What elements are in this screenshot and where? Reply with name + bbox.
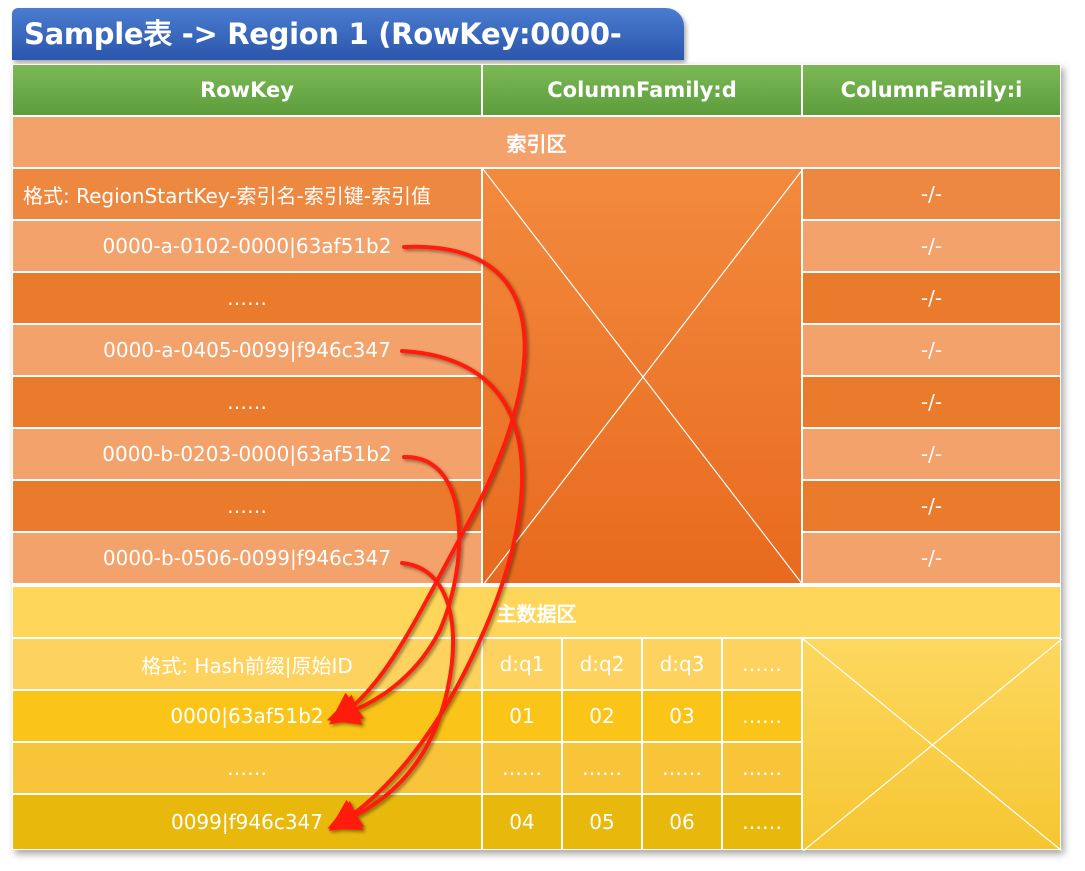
main-row-key: …… <box>12 742 482 794</box>
index-row: 0000-b-0203-0000|63af51b2 <box>12 428 482 480</box>
cf-i-cell: -/- <box>802 168 1061 220</box>
main-section-label: 主数据区 <box>12 586 1061 638</box>
main-cell: 06 <box>642 794 722 850</box>
main-row-key: 0099|f946c347 <box>12 794 482 850</box>
index-format-row: 格式: RegionStartKey-索引名-索引键-索引值 <box>12 168 482 220</box>
main-cell: …… <box>722 690 802 742</box>
column-header: d:q1 <box>482 638 562 690</box>
main-format-row: 格式: Hash前缀|原始ID <box>12 638 482 690</box>
column-header: …… <box>722 638 802 690</box>
main-cell: 02 <box>562 690 642 742</box>
header-columnfamily-i: ColumnFamily:i <box>802 64 1061 116</box>
main-cell: 03 <box>642 690 722 742</box>
main-cell: 01 <box>482 690 562 742</box>
cf-i-cell: -/- <box>802 272 1061 324</box>
cross-mark-icon <box>803 639 1062 851</box>
index-cf-d-empty-block <box>482 168 803 585</box>
region-table: RowKey ColumnFamily:d ColumnFamily:i 索引区… <box>12 64 1062 851</box>
index-row: …… <box>12 272 482 324</box>
index-row: 0000-a-0102-0000|63af51b2 <box>12 220 482 272</box>
column-header: d:q2 <box>562 638 642 690</box>
index-row: 0000-b-0506-0099|f946c347 <box>12 532 482 584</box>
header-rowkey: RowKey <box>12 64 482 116</box>
main-row-key: 0000|63af51b2 <box>12 690 482 742</box>
main-cell: …… <box>562 742 642 794</box>
main-cell: …… <box>482 742 562 794</box>
index-row: 0000-a-0405-0099|f946c347 <box>12 324 482 376</box>
main-cell: …… <box>722 742 802 794</box>
header-columnfamily-d: ColumnFamily:d <box>482 64 802 116</box>
main-cell: …… <box>722 794 802 850</box>
cf-i-cell: -/- <box>802 376 1061 428</box>
column-header: d:q3 <box>642 638 722 690</box>
main-cell: 04 <box>482 794 562 850</box>
cf-i-cell: -/- <box>802 532 1061 584</box>
main-cell: …… <box>642 742 722 794</box>
index-row: …… <box>12 376 482 428</box>
main-cell: 05 <box>562 794 642 850</box>
region-title: Sample表 -> Region 1 (RowKey:0000-0099) <box>12 8 684 103</box>
cross-mark-icon <box>483 169 803 585</box>
cf-i-cell: -/- <box>802 324 1061 376</box>
index-row: …… <box>12 480 482 532</box>
cf-i-cell: -/- <box>802 480 1061 532</box>
main-cf-i-empty-block <box>802 638 1062 851</box>
index-section-label: 索引区 <box>12 116 1061 168</box>
cf-i-cell: -/- <box>802 220 1061 272</box>
cf-i-cell: -/- <box>802 428 1061 480</box>
